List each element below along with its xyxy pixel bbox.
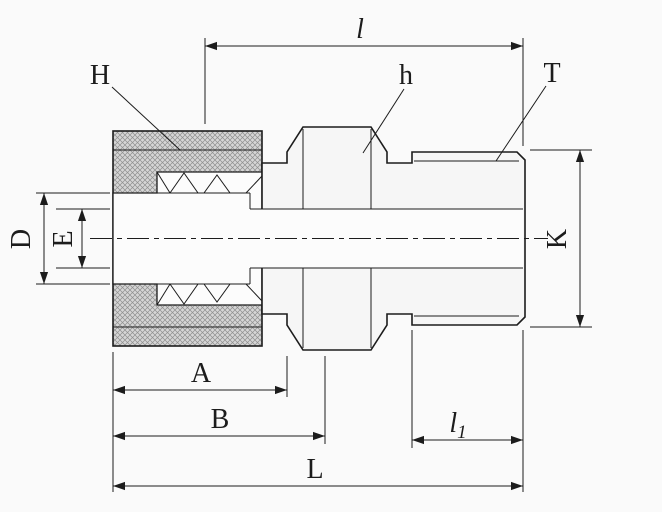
labels: l H h T D E K A B l1 L <box>6 14 573 485</box>
label-body-hex-h: h <box>399 60 413 91</box>
body-cone-line-bottom <box>245 283 263 302</box>
nut-cavity-group <box>112 171 263 306</box>
leader-line-t-thread <box>495 85 547 162</box>
label-dia-K: K <box>542 229 573 249</box>
label-bore-D: D <box>6 229 37 249</box>
nut-cone-line-top <box>156 171 171 194</box>
extension-lines <box>36 38 592 492</box>
label-nut-hex-H: H <box>90 60 110 91</box>
label-length-l: l <box>356 14 364 45</box>
leader-line-h-nut <box>111 86 181 151</box>
label-thread-T: T <box>543 58 560 89</box>
label-bore-E: E <box>48 230 79 247</box>
label-l1-subscript: 1 <box>457 422 467 443</box>
nut-cone-line-bottom <box>156 283 171 306</box>
leader-lines <box>111 85 547 162</box>
dimension-lines <box>39 41 585 491</box>
label-thread-length-l1: l1 <box>449 408 466 443</box>
label-l1-main: l <box>449 408 457 439</box>
label-length-B: B <box>211 404 230 435</box>
label-length-A: A <box>191 358 212 389</box>
body-cone-line-top <box>245 175 263 194</box>
leader-line-h-body <box>362 88 405 154</box>
label-overall-L: L <box>306 454 323 485</box>
